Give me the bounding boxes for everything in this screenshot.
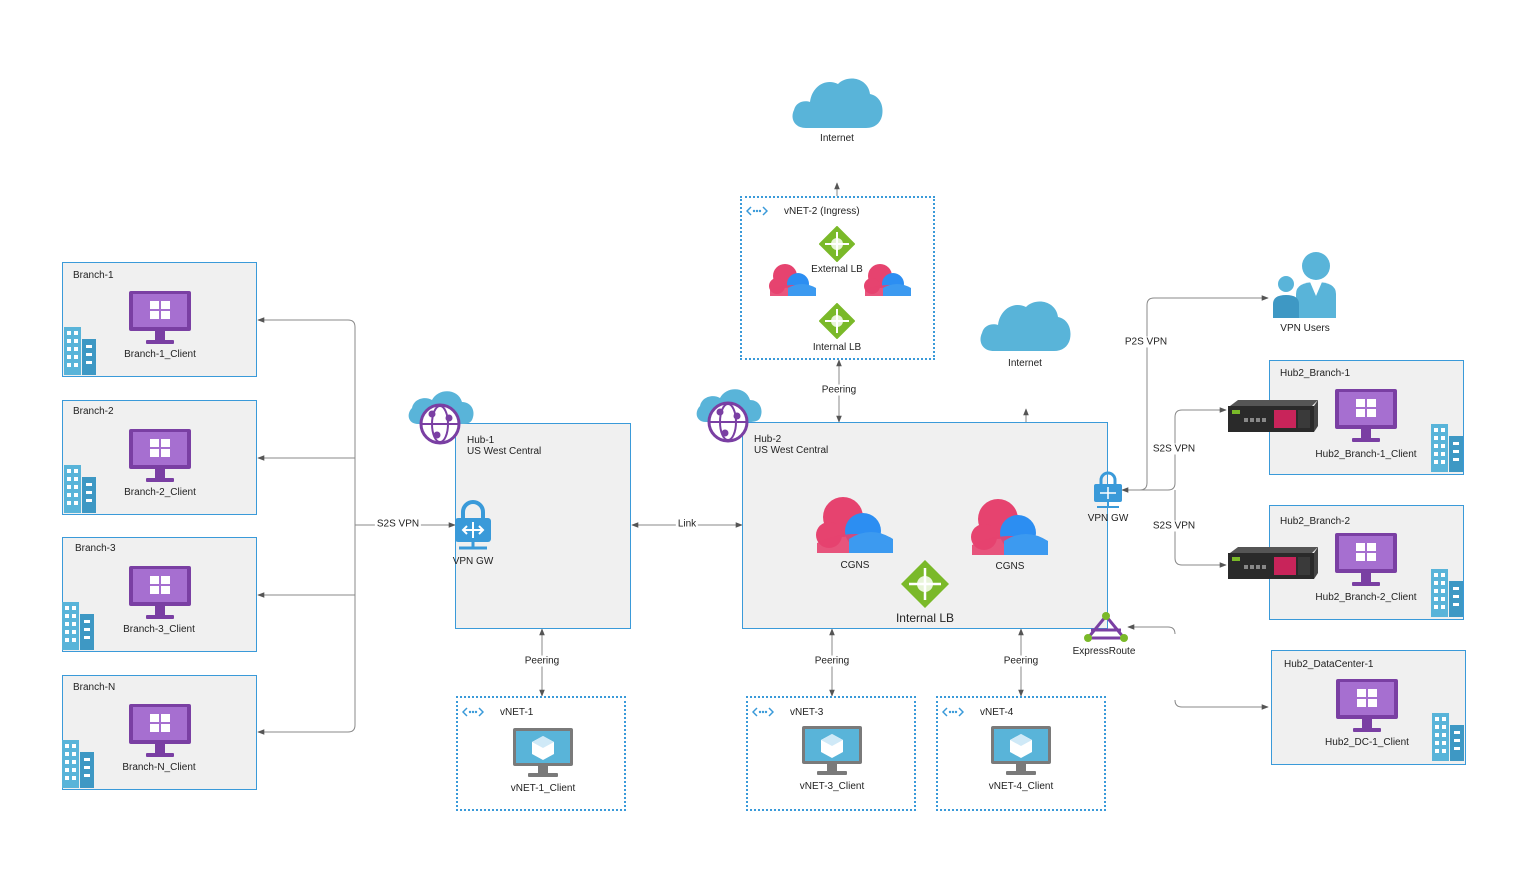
p2s-vpn-label: P2S VPN <box>1122 336 1170 348</box>
hub2-branch-2-title: Hub2_Branch-2 <box>1280 516 1351 527</box>
internal-lb-icon <box>819 303 855 339</box>
windows-monitor-icon <box>1335 533 1397 586</box>
virtual-machine-icon <box>991 726 1051 775</box>
branch-1-client: Branch-1_Client <box>124 349 196 360</box>
windows-monitor-icon <box>1336 679 1398 732</box>
internal-lb-icon <box>901 560 949 608</box>
branch-3-title: Branch-3 <box>75 543 116 554</box>
link-label: Link <box>675 518 699 530</box>
cgns-left-label: CGNS <box>840 560 870 571</box>
internet-label: Internet <box>820 133 854 144</box>
virtual-wan-hub-icon <box>408 391 474 445</box>
expressroute-icon <box>1084 612 1128 642</box>
firewall-appliance-icon <box>1228 547 1318 579</box>
vnet-dots-icon <box>746 206 768 216</box>
hub2-internal-lb-label: Internal LB <box>895 611 955 625</box>
virtual-machine-icon <box>802 726 862 775</box>
cgns-right-icon <box>971 499 1048 555</box>
hub2-branch-1-title: Hub2_Branch-1 <box>1280 368 1351 379</box>
virtual-machine-icon <box>513 728 573 777</box>
windows-monitor-icon <box>129 291 191 344</box>
peering-label: Peering <box>1001 655 1041 667</box>
expressroute-label: ExpressRoute <box>1072 646 1136 657</box>
vnet-dots-icon <box>462 707 484 717</box>
peering-label: Peering <box>819 384 859 396</box>
internal-lb-label: Internal LB <box>812 342 862 353</box>
firewall-appliance-icon <box>1228 400 1318 432</box>
vpn-gateway-icon <box>455 500 491 550</box>
virtual-wan-hub-icon <box>696 389 762 443</box>
vnet1-title: vNET-1 <box>500 707 534 718</box>
hub2-title: Hub-2 <box>754 434 782 445</box>
vnet4-title: vNET-4 <box>980 707 1014 718</box>
windows-monitor-icon <box>129 429 191 482</box>
hub1-region: US West Central <box>467 446 542 457</box>
building-icon <box>1431 424 1463 472</box>
hub2-branch-2-client: Hub2_Branch-2_Client <box>1315 592 1417 603</box>
windows-monitor-icon <box>1335 389 1397 442</box>
vnet3-client: vNET-3_Client <box>799 781 865 792</box>
cgns-right-label: CGNS <box>995 561 1025 572</box>
hub1-vpn-gw-label: VPN GW <box>452 556 494 567</box>
building-icon <box>62 602 94 650</box>
branch-3-client: Branch-3_Client <box>123 624 195 635</box>
building-icon <box>1431 569 1463 617</box>
cgns-left-icon <box>769 264 816 296</box>
s2s-vpn-label: S2S VPN <box>1150 443 1198 455</box>
peering-label: Peering <box>522 655 562 667</box>
building-icon <box>1432 713 1464 761</box>
vnet4-client: vNET-4_Client <box>988 781 1054 792</box>
vpn-gateway-icon <box>1094 471 1122 508</box>
vnet2-title: vNET-2 (Ingress) <box>784 206 860 217</box>
building-icon <box>64 465 96 513</box>
hub2-datacenter-1-title: Hub2_DataCenter-1 <box>1284 659 1374 670</box>
s2s-vpn-label: S2S VPN <box>1150 520 1198 532</box>
internet-cloud-icon <box>792 78 883 128</box>
vnet1-client: vNET-1_Client <box>510 783 576 794</box>
external-lb-label: External LB <box>811 264 863 275</box>
branch-n-client: Branch-N_Client <box>122 762 196 773</box>
cgns-left-icon <box>816 497 893 553</box>
branch-n-title: Branch-N <box>73 682 116 693</box>
internet-right-label: Internet <box>1008 358 1042 369</box>
load-balancer-icon <box>819 226 855 262</box>
s2s-vpn-label: S2S VPN <box>374 518 422 530</box>
vnet-dots-icon <box>752 707 774 717</box>
building-icon <box>64 327 96 375</box>
peering-label: Peering <box>812 655 852 667</box>
hub2-dc-1-client: Hub2_DC-1_Client <box>1325 737 1409 748</box>
vpn-users-label: VPN Users <box>1280 323 1330 334</box>
building-icon <box>62 740 94 788</box>
vnet-dots-icon <box>942 707 964 717</box>
branch-2-client: Branch-2_Client <box>124 487 196 498</box>
users-icon <box>1273 252 1336 318</box>
hub1-title: Hub-1 <box>467 435 495 446</box>
windows-monitor-icon <box>129 704 191 757</box>
branch-2-title: Branch-2 <box>73 406 114 417</box>
internet-cloud-icon <box>980 301 1071 351</box>
cgns-right-icon <box>864 264 911 296</box>
hub2-vpn-gw-label: VPN GW <box>1087 513 1129 524</box>
branch-1-title: Branch-1 <box>73 270 114 281</box>
vnet3-title: vNET-3 <box>790 707 824 718</box>
hub2-branch-1-client: Hub2_Branch-1_Client <box>1315 449 1417 460</box>
hub2-region: US West Central <box>754 445 829 456</box>
windows-monitor-icon <box>129 566 191 619</box>
